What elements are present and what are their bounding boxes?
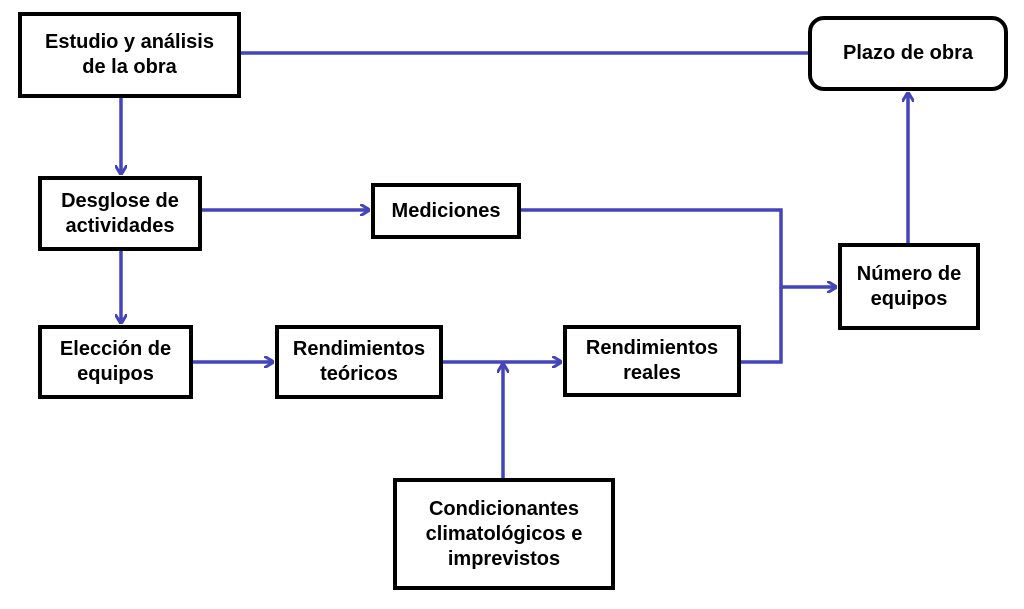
- connector-lines: [121, 51, 908, 478]
- node-plazo-obra: Plazo de obra: [808, 16, 1008, 91]
- node-rendimientos-teoricos: Rendimientos teóricos: [275, 325, 443, 399]
- node-mediciones: Mediciones: [371, 183, 521, 239]
- edge-rreales-numero: [741, 287, 783, 364]
- edge-mediciones-numero: [521, 208, 836, 287]
- node-numero-equipos: Número de equipos: [838, 243, 980, 330]
- node-rendimientos-reales: Rendimientos reales: [563, 325, 741, 397]
- node-condicionantes: Condicionantes climatológicos e imprevis…: [393, 478, 615, 590]
- node-estudio-analisis: Estudio y análisis de la obra: [18, 12, 241, 98]
- node-eleccion-equipos: Elección de equipos: [38, 325, 193, 399]
- node-desglose-actividades: Desglose de actividades: [38, 176, 202, 251]
